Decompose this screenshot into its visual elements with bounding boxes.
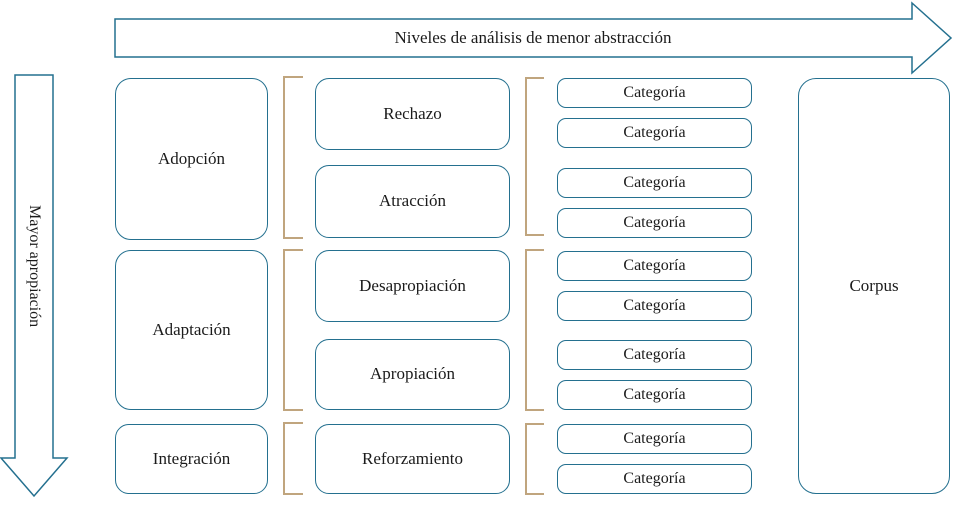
group-bracket-adaptacion bbox=[283, 249, 303, 411]
horizontal-arrow-label: Niveles de análisis de menor abstracción bbox=[394, 28, 672, 47]
group-bracket-categories-3 bbox=[525, 423, 544, 495]
category-box-2: Categoría bbox=[557, 118, 752, 148]
corpus-box: Corpus bbox=[798, 78, 950, 494]
category-box-8: Categoría bbox=[557, 380, 752, 410]
level-box-adaptacion: Adaptación bbox=[115, 250, 268, 410]
level-box-adopcion: Adopción bbox=[115, 78, 268, 240]
right-arrow-icon bbox=[114, 1, 953, 75]
category-box-10: Categoría bbox=[557, 464, 752, 494]
category-box-5: Categoría bbox=[557, 251, 752, 281]
subcategory-box-reforzamiento: Reforzamiento bbox=[315, 424, 510, 494]
down-arrow-icon bbox=[0, 74, 69, 498]
category-box-3: Categoría bbox=[557, 168, 752, 198]
subcategory-box-desapropiacion: Desapropiación bbox=[315, 250, 510, 322]
vertical-arrow-label: Mayor apropiación bbox=[26, 205, 43, 328]
group-bracket-categories-2 bbox=[525, 249, 544, 411]
group-bracket-adopcion bbox=[283, 76, 303, 239]
category-box-9: Categoría bbox=[557, 424, 752, 454]
subcategory-box-apropiacion: Apropiación bbox=[315, 339, 510, 410]
category-box-7: Categoría bbox=[557, 340, 752, 370]
group-bracket-integracion bbox=[283, 422, 303, 495]
level-box-integracion: Integración bbox=[115, 424, 268, 494]
subcategory-box-rechazo: Rechazo bbox=[315, 78, 510, 150]
subcategory-box-atraccion: Atracción bbox=[315, 165, 510, 238]
category-box-4: Categoría bbox=[557, 208, 752, 238]
group-bracket-categories-1 bbox=[525, 77, 544, 236]
category-box-1: Categoría bbox=[557, 78, 752, 108]
category-box-6: Categoría bbox=[557, 291, 752, 321]
